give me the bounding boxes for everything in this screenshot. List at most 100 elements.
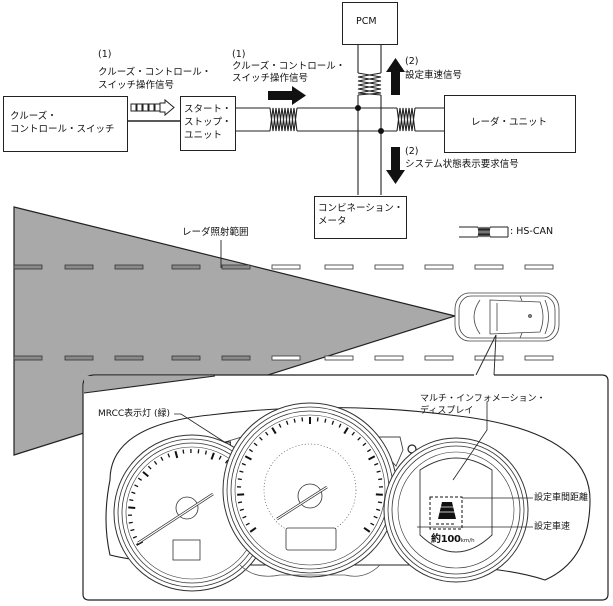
gauge-tick [237, 501, 243, 504]
lane-markings-lower [13, 355, 554, 361]
signal-2a-number: (2) [405, 56, 419, 67]
speedometer-gauge [222, 402, 398, 578]
gauge-tick [324, 418, 327, 423]
gauge-tick [278, 423, 282, 428]
lane-marking [324, 264, 354, 270]
start-stop-unit-label: スタート・ ストップ・ ユニット [184, 104, 232, 141]
set-speed-label: 設定車速 [534, 522, 571, 532]
gauge-tick [265, 431, 269, 436]
gauge-tick [134, 484, 139, 488]
gauge-tick [363, 527, 371, 533]
lane-marking [374, 355, 404, 361]
hs-can-legend-symbol [459, 226, 509, 238]
can-bus-horizontal [235, 107, 445, 132]
gauge-tick [132, 535, 138, 539]
lane-marking [221, 355, 251, 361]
gauge-tick [131, 491, 136, 495]
mrcc-indicator-label: MRCC表示灯 (緑) [98, 409, 171, 419]
gauge-tick [293, 418, 296, 423]
gauge-tick [245, 522, 250, 526]
gauge-tick [357, 436, 361, 441]
mid-speed-value: 約100 [431, 534, 461, 545]
gauge-tick [129, 499, 134, 502]
gauge-tick [351, 431, 355, 436]
lane-marking [171, 355, 201, 361]
gauge-tick [137, 477, 143, 481]
cluster-lower-bezel [239, 564, 381, 577]
gauge-tick [253, 442, 258, 447]
signal-arrow-1a [130, 98, 175, 117]
lane-marking [114, 355, 144, 361]
gauge-tick [376, 470, 381, 473]
gauge-tick [285, 420, 289, 425]
mid-speed-unit: km/h [460, 538, 475, 544]
multi-information-display-gauge [383, 437, 529, 583]
lane-marking [524, 355, 554, 361]
gauge-tick [128, 521, 133, 524]
gauge-tick [362, 442, 367, 447]
lane-marking [64, 264, 94, 270]
lane-marking [13, 264, 43, 270]
gauge-tick [249, 527, 257, 533]
gauge-tick [376, 508, 381, 512]
lane-marking [524, 264, 554, 270]
radar-unit-box: レーダ・ユニット [444, 95, 576, 153]
signal-arrow-1b [268, 86, 306, 105]
lane-marking [474, 355, 504, 361]
lane-marking [114, 264, 144, 270]
gauge-tick [248, 448, 253, 453]
mid-speed-readout: 約100km/h [431, 527, 475, 546]
lane-marking [271, 355, 301, 361]
gauge-tick [142, 471, 149, 478]
gauge-tick [153, 460, 158, 465]
radar-unit-label: レーダ・ユニット [471, 117, 548, 128]
gauge-tick [147, 465, 152, 470]
cruise-control-switch-box: クルーズ・ コントロール・スイッチ [3, 96, 128, 152]
lane-marking [271, 264, 301, 270]
signal-1b-text: クルーズ・コントロール・ スイッチ操作信号 [232, 61, 346, 84]
gauge-tick [377, 501, 383, 504]
set-distance-label: 設定車間距離 [534, 493, 589, 503]
signal-2b-number: (2) [405, 146, 419, 157]
lane-marking [13, 355, 43, 361]
gauge-tick [239, 508, 244, 512]
set-distance-icon [438, 502, 456, 519]
junction-dot [355, 105, 361, 111]
signal-1a-number: (1) [98, 49, 112, 60]
lane-marking [64, 355, 94, 361]
gauge-tick [130, 528, 135, 532]
gauge-tick [367, 448, 372, 453]
signal-1b-number: (1) [232, 49, 246, 60]
gauge-tick [225, 459, 229, 464]
hs-can-legend-label: : HS-CAN [510, 226, 554, 237]
combination-meter-label: コンビネーション・ メータ [318, 203, 404, 227]
gauge-tick [338, 423, 342, 428]
gauge-tick [244, 455, 252, 461]
gauge-tick [378, 478, 383, 481]
signal-arrow-2a [386, 58, 405, 95]
gauge-tick [374, 462, 379, 466]
pcm-label: PCM [356, 16, 377, 27]
lane-markings-upper [13, 264, 554, 270]
car-to-cluster-leader [475, 334, 497, 376]
pcm-box: PCM [342, 2, 398, 45]
gauge-tick [237, 478, 242, 481]
gauge-tick [174, 450, 179, 459]
gauge-tick [259, 436, 263, 441]
mid-label: マルチ・インフォメーション・ ディスプレイ [420, 394, 546, 416]
gauge-tick [218, 455, 222, 460]
lane-marking [424, 355, 454, 361]
gauge-tick [128, 506, 136, 510]
vehicle-top-view [454, 292, 560, 342]
cruise-control-switch-label: クルーズ・ コントロール・スイッチ [10, 111, 115, 135]
gauge-tick [239, 470, 244, 473]
lane-marking [474, 264, 504, 270]
gauge-tick [343, 427, 349, 435]
lane-marking [424, 264, 454, 270]
gauge-tick [182, 449, 185, 454]
gauge-tick [241, 462, 246, 466]
mid-label-leader [452, 402, 488, 481]
mrcc-label-leader [174, 413, 227, 444]
signal-2a-text: 設定車速信号 [405, 70, 463, 81]
